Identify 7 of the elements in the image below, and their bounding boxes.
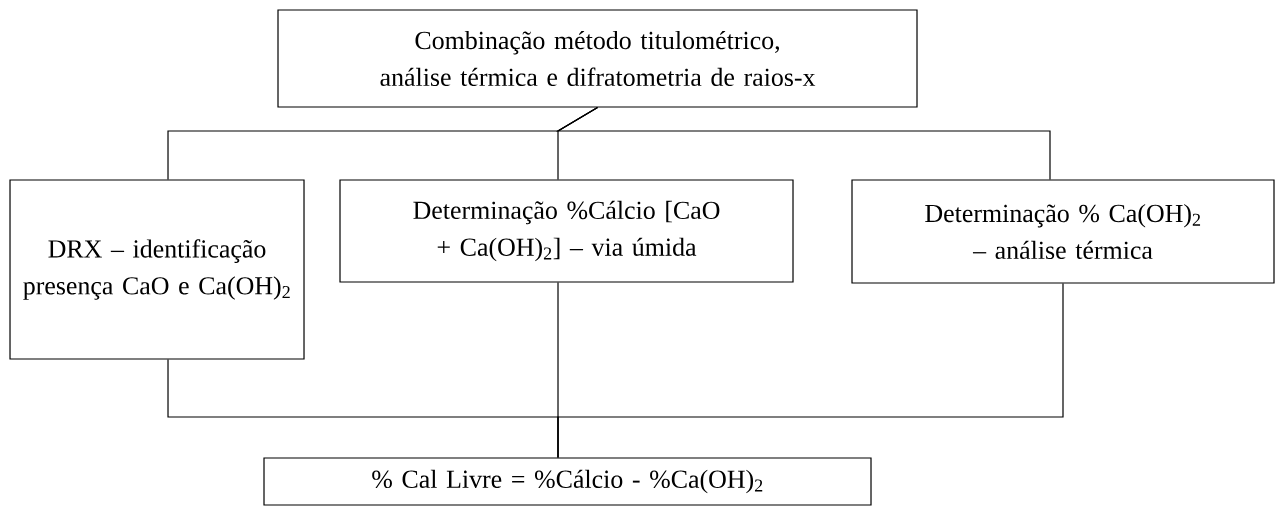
connector-line — [555, 107, 1051, 180]
process-box: Combinação método titulométrico, análise térmica e difratometria de raios-x — [277, 9, 918, 108]
process-box: % Cal Livre = %Cálcio - %Ca(OH)$_{2}$ — [263, 457, 872, 506]
process-box: DRX – identificação presença CaO e Ca(OH)$_{2}$ — [9, 179, 305, 360]
connector-line — [557, 283, 1064, 458]
process-box: Determinação % Ca(OH)$_{2}$ – análise térmica — [851, 179, 1275, 284]
process-box: Determinação %Cálcio [CaO + Ca(OH)$_{2}$] – via úmida — [339, 179, 794, 283]
